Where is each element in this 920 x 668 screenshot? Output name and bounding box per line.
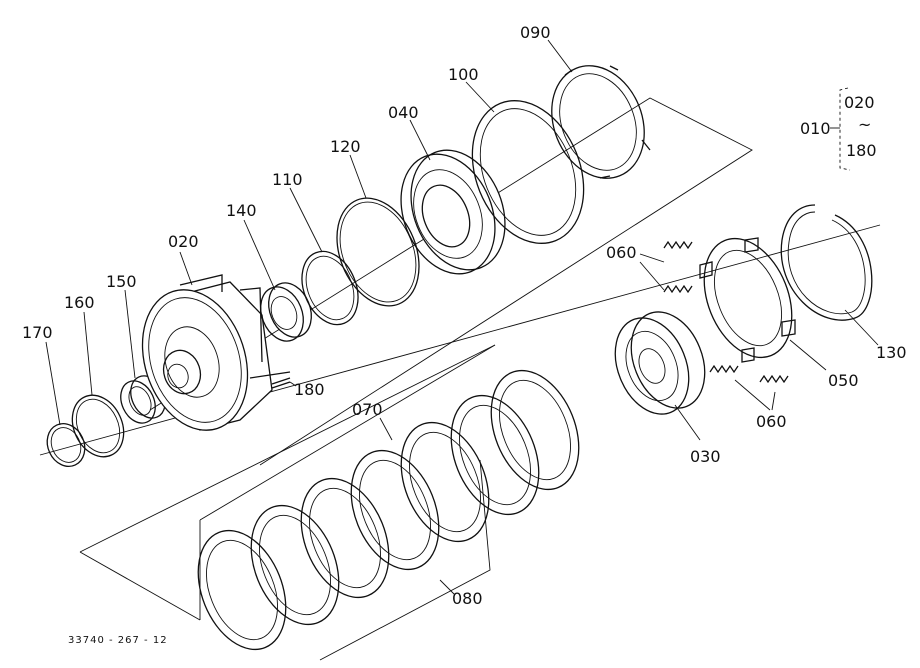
label-130: 130 — [876, 343, 907, 362]
part-030-clutch-hub — [614, 311, 706, 441]
label-110: 110 — [272, 170, 303, 189]
part-130-snap-ring — [780, 204, 879, 346]
label-070: 070 — [352, 400, 383, 419]
part-170-snap-ring — [45, 341, 86, 467]
label-040: 040 — [388, 103, 419, 122]
label-180: 180 — [294, 380, 325, 399]
label-020: 020 — [168, 232, 199, 251]
assembly-range-from: 020 — [844, 93, 875, 112]
part-050-spring-retainer — [699, 237, 827, 371]
part-090-retaining-plate — [547, 39, 651, 179]
label-170: 170 — [22, 323, 53, 342]
label-090: 090 — [520, 23, 551, 42]
assembly-frame — [79, 97, 753, 621]
label-060-upper: 060 — [606, 243, 637, 262]
assembly-callout: 010 020 ~ 180 — [800, 87, 877, 171]
part-100-plate — [465, 81, 585, 244]
label-100: 100 — [448, 65, 479, 84]
label-140: 140 — [226, 201, 257, 220]
label-010: 010 — [800, 119, 831, 138]
part-150-needle-bearing — [120, 289, 166, 424]
part-140-bearing — [243, 219, 312, 342]
label-050: 050 — [828, 371, 859, 390]
part-060-springs-lower — [709, 364, 789, 411]
part-070-080-clutch-plates — [197, 369, 580, 661]
label-160: 160 — [64, 293, 95, 312]
part-160-ring — [71, 311, 125, 458]
part-060-springs-upper — [639, 240, 693, 294]
drawing-code: 33740 - 267 - 12 — [68, 635, 168, 646]
label-150: 150 — [106, 272, 137, 291]
label-060-lower: 060 — [756, 412, 787, 431]
part-labels: 170 160 150 020 140 110 120 040 100 090 … — [22, 23, 907, 608]
label-080: 080 — [452, 589, 483, 608]
part-040-piston — [400, 119, 506, 275]
part-020-clutch-drum — [141, 251, 291, 431]
assembly-range-separator: ~ — [858, 115, 871, 134]
part-180-pin — [271, 377, 297, 389]
label-120: 120 — [330, 137, 361, 156]
assembly-range-to: 180 — [846, 141, 877, 160]
label-030: 030 — [690, 447, 721, 466]
